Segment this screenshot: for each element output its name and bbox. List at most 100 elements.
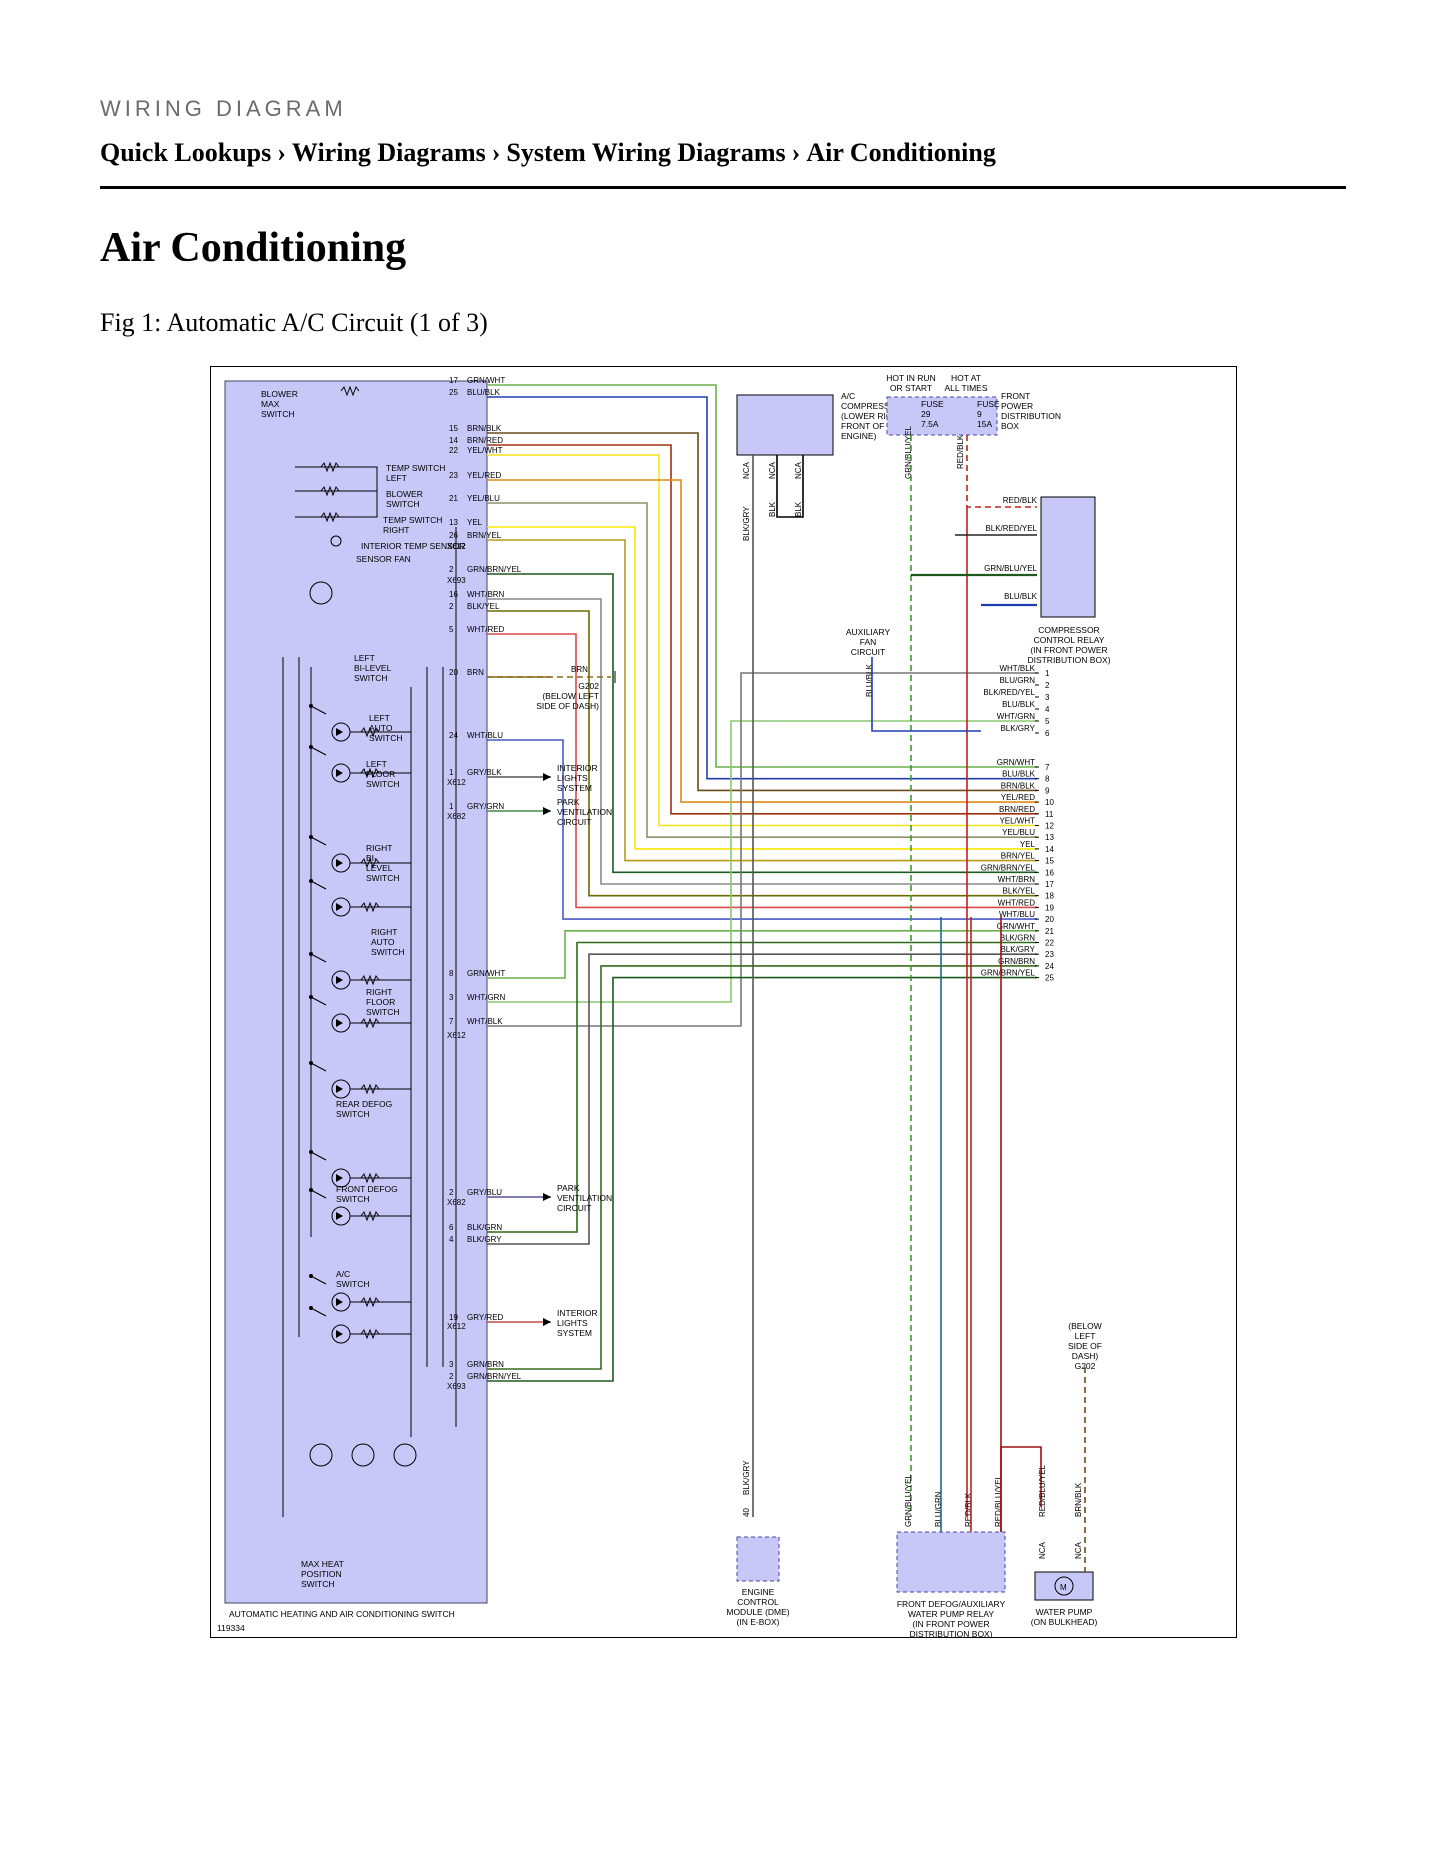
right-pin-number: 15 (1045, 857, 1054, 866)
vertical-wire-label: RED/BLK (964, 1492, 973, 1527)
switch-module-text: RIGHT (366, 987, 392, 997)
indicator-led-symbol (336, 1085, 343, 1093)
ac-compressor-label: (LOWER RIGHT (841, 411, 904, 421)
switch-module-text: LEFT (366, 759, 387, 769)
connector-id-label: X682 (447, 1198, 466, 1207)
breadcrumb-separator: › (491, 138, 501, 167)
switch-lever (310, 1151, 327, 1161)
vertical-wire-label: NCA (1074, 1541, 1083, 1559)
section-label: WIRING DIAGRAM (100, 96, 347, 121)
auxiliary-fan-label: FAN (860, 637, 877, 647)
right-wire-label: GRN/BRN (998, 957, 1035, 966)
internal-wire (295, 507, 378, 518)
right-pin-number: 22 (1045, 939, 1054, 948)
pin-number-label: 19 (449, 1313, 458, 1322)
pin-number-label: 8 (449, 969, 454, 978)
right-pin-number: 3 (1045, 693, 1050, 702)
pin-number-label: 14 (449, 436, 458, 445)
pin-number-label: 6 (449, 1223, 454, 1232)
switch-module-text: SWITCH (261, 409, 295, 419)
wire-color-label: BRN/BLK (467, 424, 502, 433)
temp-sensor-symbol (330, 535, 342, 547)
breadcrumb-system-wiring-diagrams[interactable]: System Wiring Diagrams (506, 138, 786, 167)
wire-red-blu-yel (1000, 1446, 1042, 1532)
water-pump-label: WATER PUMP (1036, 1607, 1093, 1617)
right-pin-number: 25 (1045, 974, 1054, 983)
wire-color-label: GRY/GRN (467, 802, 504, 811)
engine-control-module-label: ENGINE (742, 1587, 775, 1597)
pin-number-label: 3 (449, 993, 454, 1002)
pin-number-label: 13 (449, 518, 458, 527)
resistor-symbol (360, 974, 380, 986)
wire-color-label: GRY/BLU (467, 1188, 502, 1197)
ground-g202-right-label: G202 (1075, 1361, 1096, 1371)
engine-control-module-label: (IN E-BOX) (737, 1617, 780, 1627)
right-wire-label: BLK/GRN (1000, 934, 1035, 943)
indicator-led-symbol (351, 1443, 375, 1467)
right-wire-label: YEL/BLU (1002, 828, 1035, 837)
right-wire-label: BLK/GRY (1000, 945, 1035, 954)
wire-wht-brn (487, 598, 1037, 885)
vertical-wire-label: BLK (794, 501, 803, 517)
vertical-wire-label: RED/BLU/YEL (1038, 1464, 1047, 1517)
motor-symbol (1054, 1576, 1074, 1596)
fuse-29-label: 7.5A (921, 419, 939, 429)
front-power-box-label: POWER (1001, 401, 1033, 411)
switch-module-text: SWITCH (336, 1279, 370, 1289)
switch-module-text: RIGHT (366, 843, 392, 853)
switch-module-text: FRONT DEFOG (336, 1184, 398, 1194)
compressor-relay-label: CONTROL RELAY (1034, 635, 1105, 645)
vertical-wire-label: GRN/BLU/YEL (904, 426, 913, 479)
breadcrumb-quick-lookups[interactable]: Quick Lookups (100, 138, 272, 167)
vertical-wire-label: NCA (1038, 1541, 1047, 1559)
indicator-led-symbol (393, 1443, 417, 1467)
wire-grn-brn-yel (487, 573, 1037, 874)
vertical-wire-label: BLK/GRY (742, 506, 751, 541)
switch-module-text: SWITCH (369, 733, 403, 743)
right-wire-label: BLK/RED/YEL (983, 688, 1035, 697)
ground-g202-right-label: DASH) (1072, 1351, 1099, 1361)
destination-label: INTERIOR (557, 763, 598, 773)
indicator-led-symbol (309, 1443, 333, 1467)
resistor-symbol (360, 1328, 380, 1340)
switch-module-text: SWITCH (366, 873, 400, 883)
wire-color-label: BLK/YEL (467, 602, 500, 611)
right-pin-number: 23 (1045, 950, 1054, 959)
wire-color-label: BRN (467, 668, 484, 677)
wire-color-label: GRN/BRN/YEL (467, 565, 522, 574)
switch-module-text: BLOWER (261, 389, 298, 399)
wire-yel-blu (487, 502, 1037, 839)
switch-module-text: LEFT (386, 473, 407, 483)
pin-number-label: 25 (449, 388, 458, 397)
page-title: Air Conditioning (100, 225, 407, 271)
right-wire-label: BRN/BLK (1001, 781, 1036, 790)
wire-brn-blk (487, 432, 1037, 792)
wire-color-label: WHT/RED (467, 625, 505, 634)
breadcrumb-air-conditioning[interactable]: Air Conditioning (806, 138, 996, 167)
wire-color-label: BLK/GRN (467, 1223, 502, 1232)
destination-label: SYSTEM (557, 1328, 592, 1338)
defog-relay-label: (IN FRONT POWER (912, 1619, 989, 1629)
wire-blk-yel (487, 610, 1037, 897)
vertical-wire-label: BLK/GRY (742, 1460, 751, 1495)
wire-color-label: BRN/RED (467, 436, 503, 445)
ac-compressor-label: A/C (841, 391, 855, 401)
relay-wire-label: GRN/BLU/YEL (984, 564, 1037, 573)
wire-wht-red (487, 633, 1037, 909)
right-pin-number: 17 (1045, 880, 1054, 889)
potentiometer-symbol (320, 485, 340, 497)
pin-number-label: 15 (449, 424, 458, 433)
indicator-led-symbol (336, 976, 343, 984)
right-wire-label: BLU/BLK (1002, 770, 1036, 779)
right-wire-label: WHT/RED (998, 898, 1036, 907)
connector-id-label: X612 (447, 1031, 466, 1040)
defog-relay-label: DISTRIBUTION BOX) (909, 1629, 992, 1637)
switch-module-text: RIGHT (383, 525, 409, 535)
wire-color-label: WHT/BLU (467, 731, 503, 740)
breadcrumb-wiring-diagrams[interactable]: Wiring Diagrams (291, 138, 486, 167)
potentiometer-symbol (320, 511, 340, 523)
relay-wire-label: RED/BLK (1003, 496, 1038, 505)
indicator-led-symbol (336, 728, 343, 736)
wire-color-label: GRN/BRN (467, 1360, 504, 1369)
wire-color-label: BRN (571, 665, 588, 674)
